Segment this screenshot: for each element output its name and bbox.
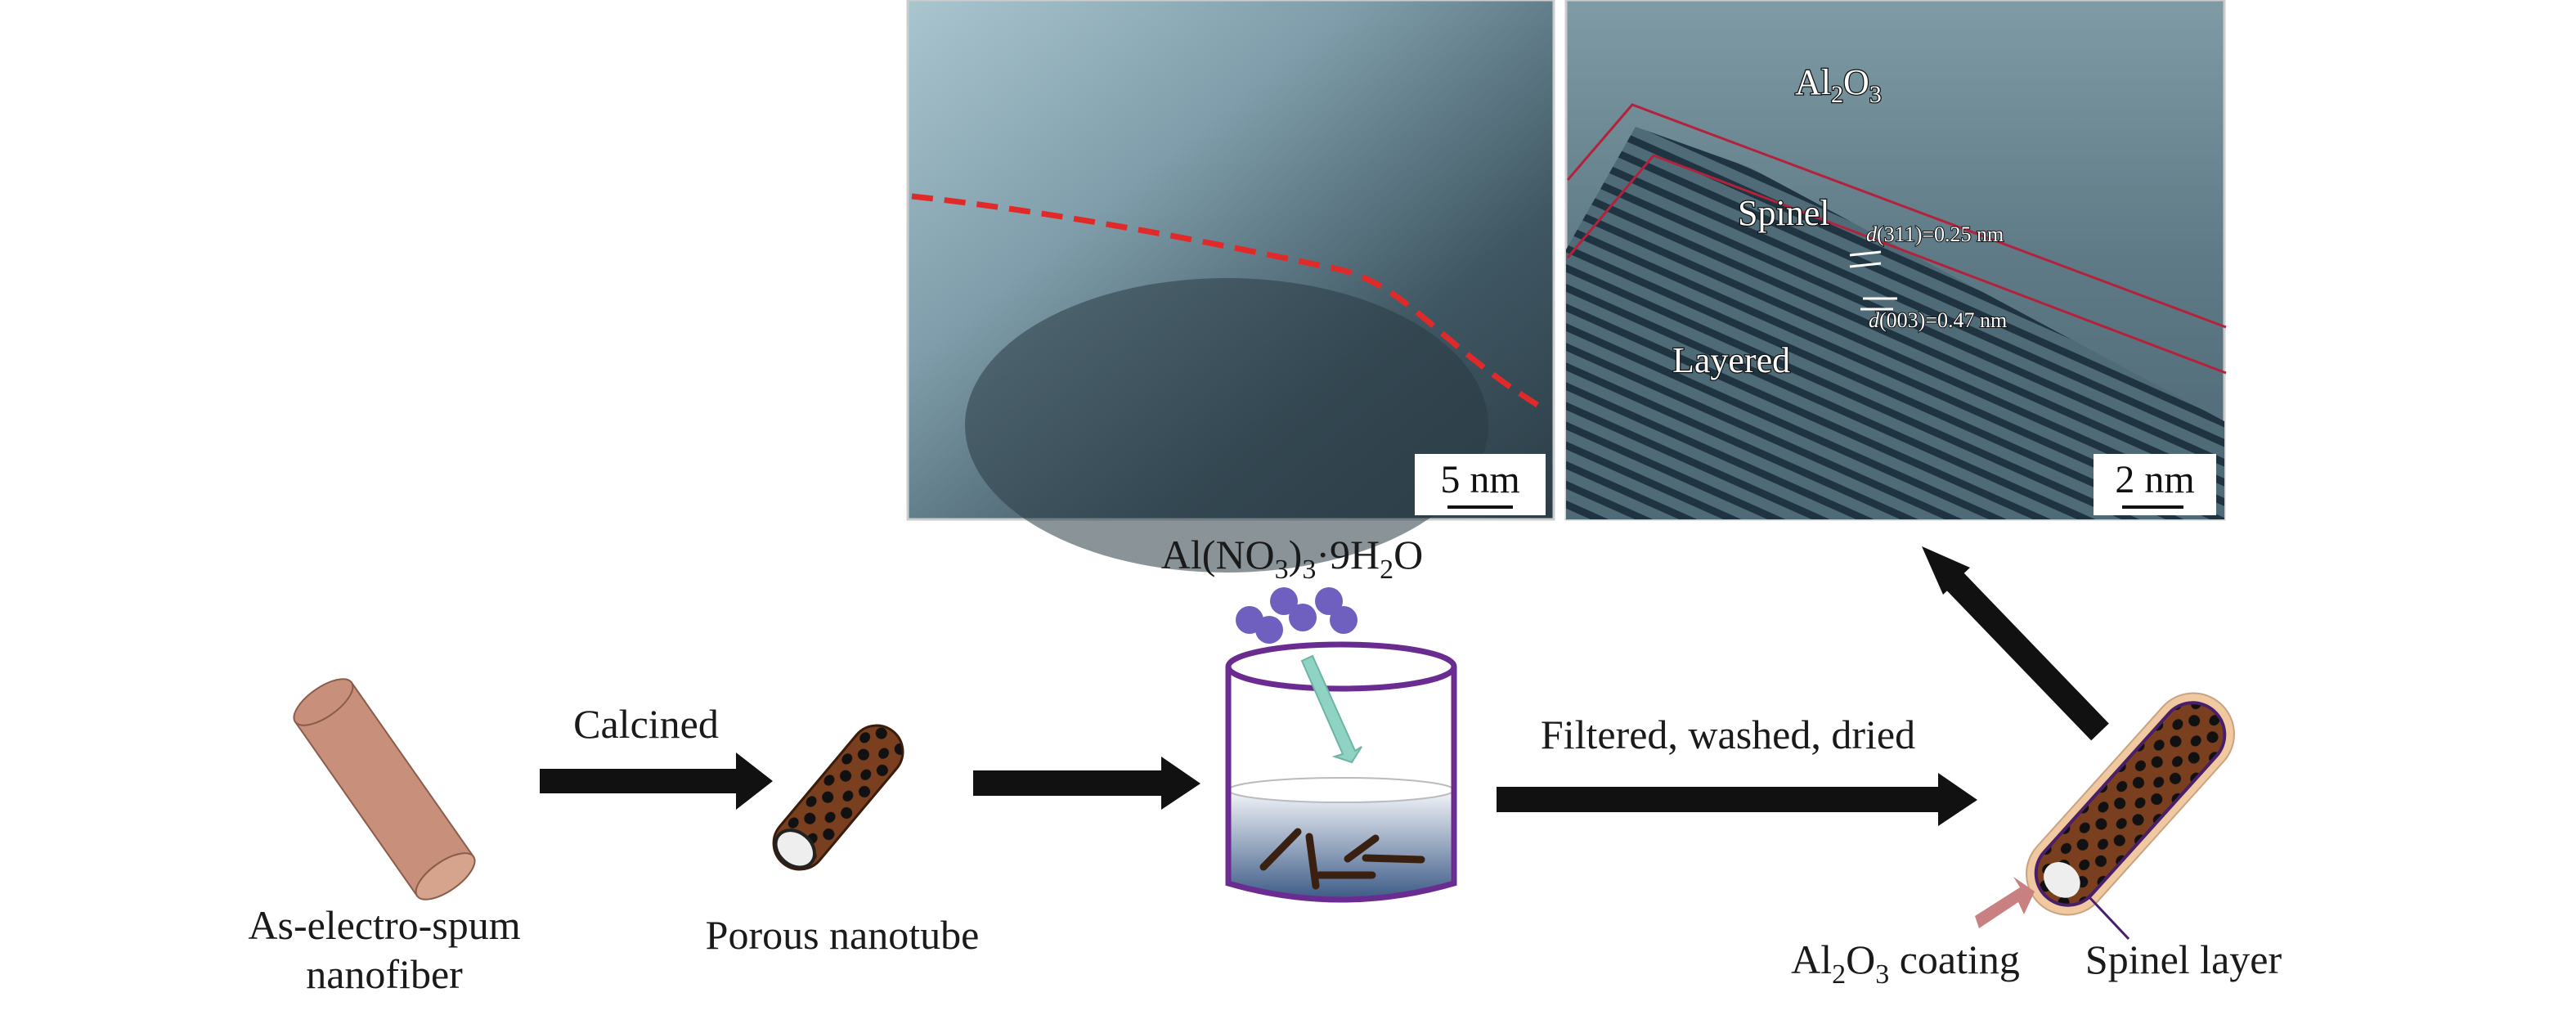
coated-nanotube-illustration xyxy=(2026,692,2235,916)
nanofiber-illustration xyxy=(293,678,476,900)
spinel-boundary-inner xyxy=(1566,154,2227,375)
spinel-boundary-outer xyxy=(1566,103,2227,329)
d003-label: d(003)=0.47 nm xyxy=(1869,308,2007,332)
porous-nanotube-illustration xyxy=(772,724,904,871)
reagent-formula: Al(NO3)3·9H2O xyxy=(1161,532,1423,585)
scale-bar-label: 2 nm xyxy=(2115,458,2194,501)
process-label: Filtered, washed, dried xyxy=(1541,712,1915,757)
tem-image-right: Al2O3 Spinel Layered d(311)=0.25 nm d(00… xyxy=(1564,0,2227,521)
arrow-diagonal-shaft xyxy=(1941,568,2109,741)
arrow-right-icon xyxy=(1497,773,1977,826)
arrow-right-icon xyxy=(973,757,1200,810)
d311-label: d(311)=0.25 nm xyxy=(1866,222,2004,246)
tem-image-left: 5 nm xyxy=(906,0,1555,573)
calcined-label: Calcined xyxy=(573,701,719,747)
nanofiber-label-line1: As-electro-spum xyxy=(248,902,520,948)
beaker-illustration xyxy=(1225,641,1457,903)
nanotube-label: Porous nanotube xyxy=(706,912,980,958)
d-spacing-markers xyxy=(1849,250,1897,311)
interface-dashed-line xyxy=(911,193,1539,407)
label-spinel: Spinel xyxy=(1738,193,1829,233)
coating-pointer-arrow-icon xyxy=(1975,877,2035,928)
spinel-pointer-line xyxy=(2086,894,2130,941)
coating-label: Al2O3 coating xyxy=(1791,936,2020,990)
label-al2o3: Al2O3 xyxy=(1795,62,1882,108)
nanofiber-label-line2: nanofiber xyxy=(306,951,463,997)
drop-arrow-icon xyxy=(1300,654,1362,764)
arrow-right-icon xyxy=(540,752,773,810)
reagent-particles xyxy=(1236,587,1358,644)
spinel-layer-label: Spinel layer xyxy=(2085,936,2282,982)
label-layered: Layered xyxy=(1672,340,1790,380)
scale-bar-label: 5 nm xyxy=(1440,458,1519,501)
